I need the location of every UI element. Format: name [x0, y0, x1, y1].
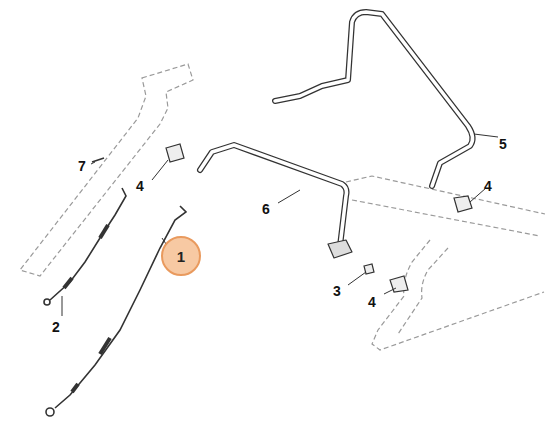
callout-number: 4 — [368, 294, 376, 310]
callout-number: 6 — [262, 201, 270, 217]
handle-bar-6 — [200, 145, 352, 258]
handle-bar-5 — [275, 12, 473, 186]
callout-number: 7 — [78, 158, 86, 174]
callout-number: 4 — [484, 178, 492, 194]
callout-number: 2 — [52, 319, 60, 335]
callout-number: 3 — [333, 283, 341, 299]
cable-2 — [44, 188, 126, 305]
callout-number: 4 — [136, 178, 144, 194]
callout-circle: 1 — [161, 236, 201, 276]
dashed-handle — [20, 64, 545, 350]
bushings-4 — [166, 144, 472, 292]
cable-1 — [46, 206, 186, 416]
leader-lines — [62, 134, 498, 316]
callout-number: 5 — [499, 136, 507, 152]
callout-number: 1 — [177, 248, 185, 265]
pin-7 — [92, 158, 104, 162]
